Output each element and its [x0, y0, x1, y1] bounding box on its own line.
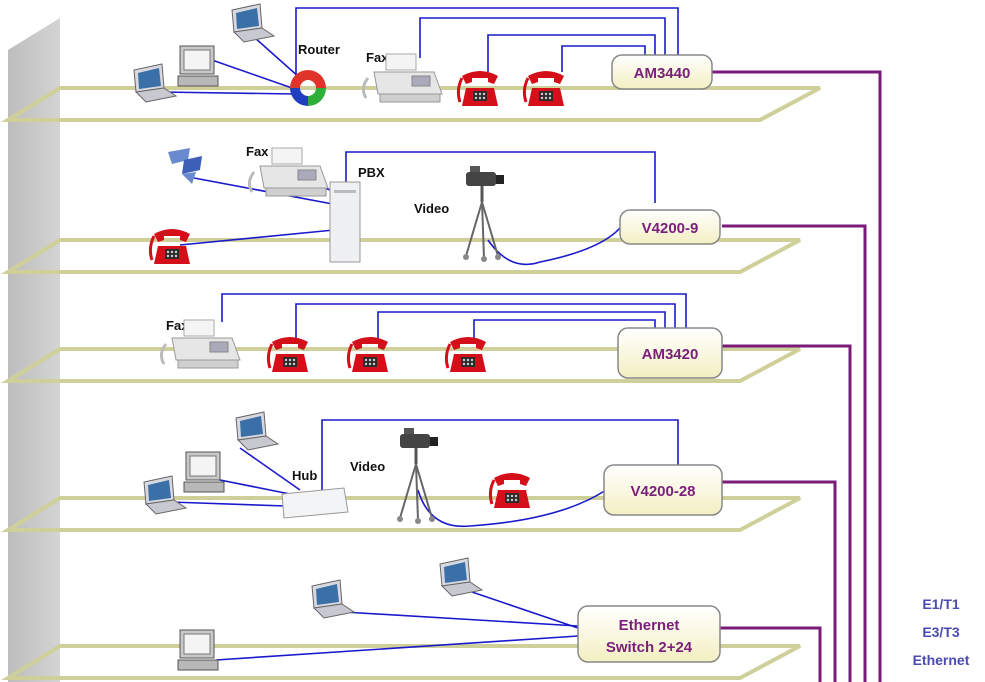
laptop-icon	[235, 411, 279, 451]
building-wall	[8, 18, 60, 682]
router-label: Router	[298, 42, 340, 57]
video-label: Video	[350, 459, 385, 474]
video-label: Video	[414, 201, 449, 216]
legend-ethernet: Ethernet	[913, 652, 970, 668]
video-camera-icon	[461, 164, 506, 264]
am3440-label: AM3440	[634, 65, 691, 82]
am3420-label: AM3420	[642, 346, 699, 363]
desktop-icon	[177, 629, 219, 671]
v4200-28-device[interactable]: V4200-28	[603, 464, 723, 516]
laptop-icon	[439, 557, 483, 597]
desktop-icon	[177, 45, 219, 87]
video-camera-icon	[395, 426, 440, 526]
email-icon	[168, 148, 202, 184]
ethernet-switch-device[interactable]: Ethernet Switch 2+24	[577, 605, 721, 663]
wan-links	[712, 70, 882, 682]
phone-icon	[148, 227, 192, 266]
legend-e1t1: E1/T1	[922, 596, 960, 612]
laptop-icon	[231, 3, 275, 43]
pbx-label: PBX	[358, 165, 385, 180]
phone-icon	[488, 471, 532, 510]
hub-label: Hub	[292, 468, 317, 483]
switch-label-line1: Ethernet	[619, 617, 680, 634]
switch-label-line2: Switch 2+24	[606, 639, 693, 656]
pbx-icon	[329, 181, 361, 263]
laptop-icon	[311, 579, 355, 619]
am3420-device[interactable]: AM3420	[617, 327, 723, 379]
legend-e3t3: E3/T3	[922, 624, 960, 640]
phone-icon	[444, 335, 488, 374]
phone-icon	[346, 335, 390, 374]
desktop-icon	[183, 451, 225, 493]
floor-slabs	[0, 86, 821, 680]
fax-label: Fax	[166, 318, 189, 333]
laptop-icon	[133, 63, 177, 103]
laptop-icon	[143, 475, 187, 515]
hub-icon	[281, 487, 349, 519]
router-icon	[290, 70, 326, 106]
lan-links	[159, 7, 687, 661]
fax-label: Fax	[366, 50, 389, 65]
phone-icon	[266, 335, 310, 374]
fax-label: Fax	[246, 144, 269, 159]
am3440-device[interactable]: AM3440	[611, 54, 713, 90]
v4200-9-label: V4200-9	[642, 220, 699, 237]
v4200-9-device[interactable]: V4200-9	[619, 209, 721, 245]
v4200-28-label: V4200-28	[630, 483, 695, 500]
